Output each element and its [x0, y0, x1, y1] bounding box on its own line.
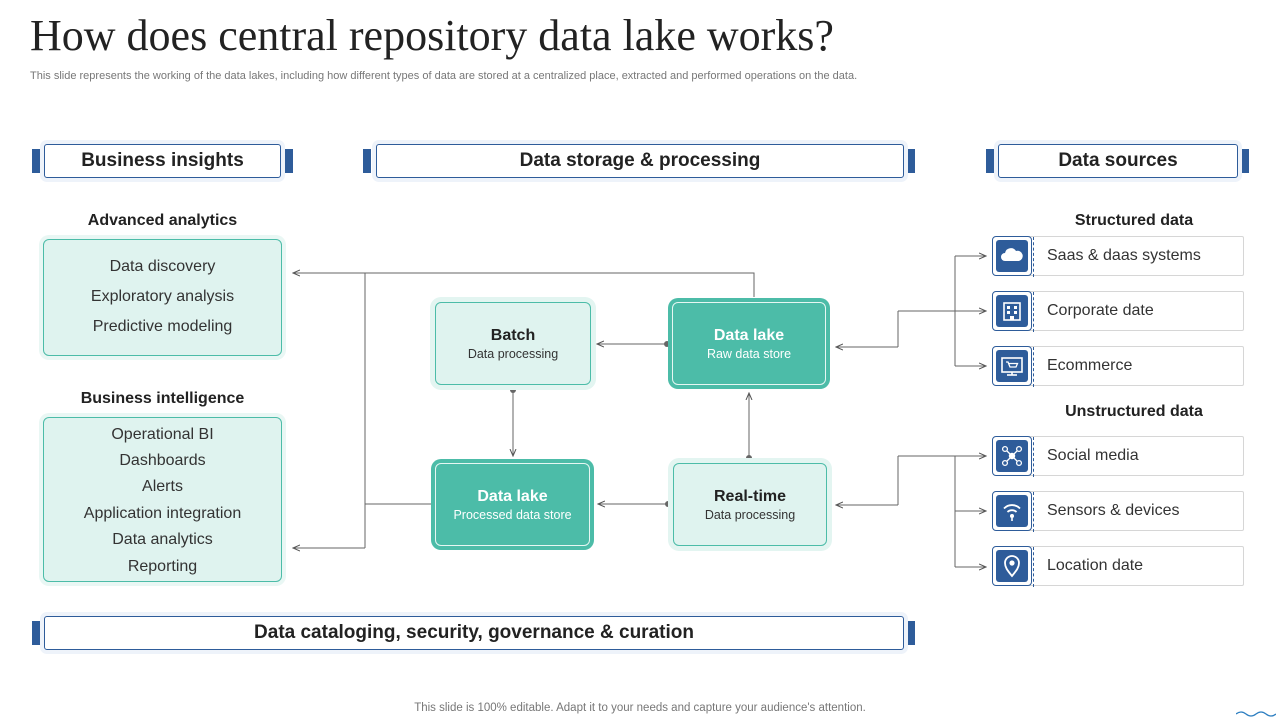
- governance-bar: Data cataloging, security, governance & …: [44, 616, 904, 650]
- source-saas-daas: Saas & daas systems: [992, 236, 1244, 277]
- unstructured-data-label: Unstructured data: [1065, 403, 1203, 420]
- header-tab-right: [285, 149, 293, 173]
- source-corporate: Corporate date: [992, 291, 1244, 332]
- list-item: Alerts: [142, 478, 183, 495]
- connector-dot-realtime-top: [746, 455, 752, 461]
- header-data-storage: Data storage & processing: [376, 144, 904, 178]
- building-icon: [992, 291, 1034, 332]
- advanced-analytics-box: Data discovery Exploratory analysis Pred…: [43, 239, 282, 356]
- list-item: Application integration: [83, 505, 242, 522]
- ecommerce-icon: [992, 346, 1034, 387]
- raw-data-lake-node: Data lake Raw data store: [672, 302, 826, 385]
- sensor-icon: [992, 491, 1034, 532]
- header-data-sources: Data sources: [998, 144, 1238, 178]
- connector-dot-raw: [664, 341, 670, 347]
- list-item: Predictive modeling: [92, 318, 233, 335]
- node-title: Data lake: [477, 488, 548, 505]
- source-label: Corporate date: [1047, 302, 1154, 319]
- header-tab-right: [907, 621, 915, 645]
- batch-processing-node: Batch Data processing: [435, 302, 591, 385]
- header-business-insights: Business insights: [44, 144, 281, 178]
- connector-raw-to-analytics: [293, 273, 755, 297]
- source-sensors: Sensors & devices: [992, 491, 1244, 532]
- list-item: Data analytics: [112, 531, 213, 548]
- page-title: How does central repository data lake wo…: [30, 11, 834, 60]
- source-location: Location date: [992, 546, 1244, 587]
- advanced-analytics-label: Advanced analytics: [87, 212, 238, 229]
- source-card: [1012, 291, 1244, 331]
- source-label: Saas & daas systems: [1047, 247, 1201, 264]
- header-tab-right: [1241, 149, 1249, 173]
- structured-data-label: Structured data: [1074, 212, 1194, 229]
- list-item: Data discovery: [109, 258, 216, 275]
- connector-dot-batch: [510, 387, 516, 393]
- page-subtitle: This slide represents the working of the…: [30, 70, 858, 82]
- location-pin-icon: [992, 546, 1034, 587]
- header-tab-left: [363, 149, 371, 173]
- source-label: Location date: [1047, 557, 1144, 574]
- source-card: [1012, 491, 1244, 531]
- social-network-icon: [992, 436, 1034, 477]
- node-title: Real-time: [713, 488, 787, 505]
- node-subtitle: Data processing: [704, 508, 796, 522]
- cloud-icon: [992, 236, 1034, 277]
- source-card: [1012, 346, 1244, 386]
- list-item: Reporting: [127, 558, 198, 575]
- list-item: Operational BI: [111, 426, 214, 443]
- source-label: Ecommerce: [1047, 357, 1133, 374]
- node-subtitle: Raw data store: [706, 347, 792, 361]
- source-card: [1012, 546, 1244, 586]
- header-tab-left: [986, 149, 994, 173]
- footer-note: This slide is 100% editable. Adapt it to…: [414, 702, 866, 714]
- source-label: Sensors & devices: [1047, 502, 1180, 519]
- wave-decoration-icon: [1236, 711, 1276, 717]
- processed-data-lake-node: Data lake Processed data store: [435, 463, 590, 546]
- source-label: Social media: [1047, 447, 1139, 464]
- header-tab-left: [32, 621, 40, 645]
- list-item: Dashboards: [119, 452, 206, 469]
- source-card: [1012, 236, 1244, 276]
- node-subtitle: Processed data store: [453, 508, 572, 522]
- connector-dot-realtime-left: [665, 501, 671, 507]
- node-subtitle: Data processing: [467, 347, 559, 361]
- header-tab-right: [907, 149, 915, 173]
- node-title: Data lake: [713, 327, 785, 344]
- business-intelligence-box: Operational BI Dashboards Alerts Applica…: [43, 417, 282, 582]
- realtime-processing-node: Real-time Data processing: [673, 463, 827, 546]
- node-title: Batch: [490, 327, 536, 344]
- source-social-media: Social media: [992, 436, 1244, 477]
- list-item: Exploratory analysis: [90, 288, 235, 305]
- business-intelligence-label: Business intelligence: [80, 390, 245, 407]
- source-card: [1012, 436, 1244, 476]
- header-tab-left: [32, 149, 40, 173]
- source-ecommerce: Ecommerce: [992, 346, 1244, 387]
